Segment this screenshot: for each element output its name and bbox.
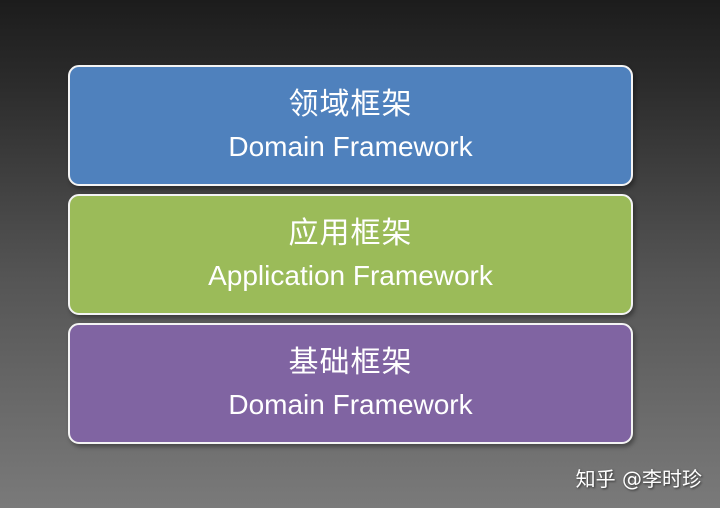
watermark: 知乎 @李时珍 [575, 467, 702, 491]
layer-title-zh: 基础框架 [288, 345, 413, 380]
layer-application-framework: 应用框架 Application Framework [68, 194, 633, 315]
layer-title-en: Domain Framework [228, 389, 473, 420]
layer-title-en: Domain Framework [228, 131, 473, 162]
layer-title-zh: 应用框架 [288, 216, 413, 251]
layer-title-en: Application Framework [208, 260, 493, 291]
layer-title-zh: 领域框架 [288, 87, 413, 122]
layer-base-framework: 基础框架 Domain Framework [68, 323, 633, 444]
layer-domain-framework: 领域框架 Domain Framework [68, 65, 633, 186]
